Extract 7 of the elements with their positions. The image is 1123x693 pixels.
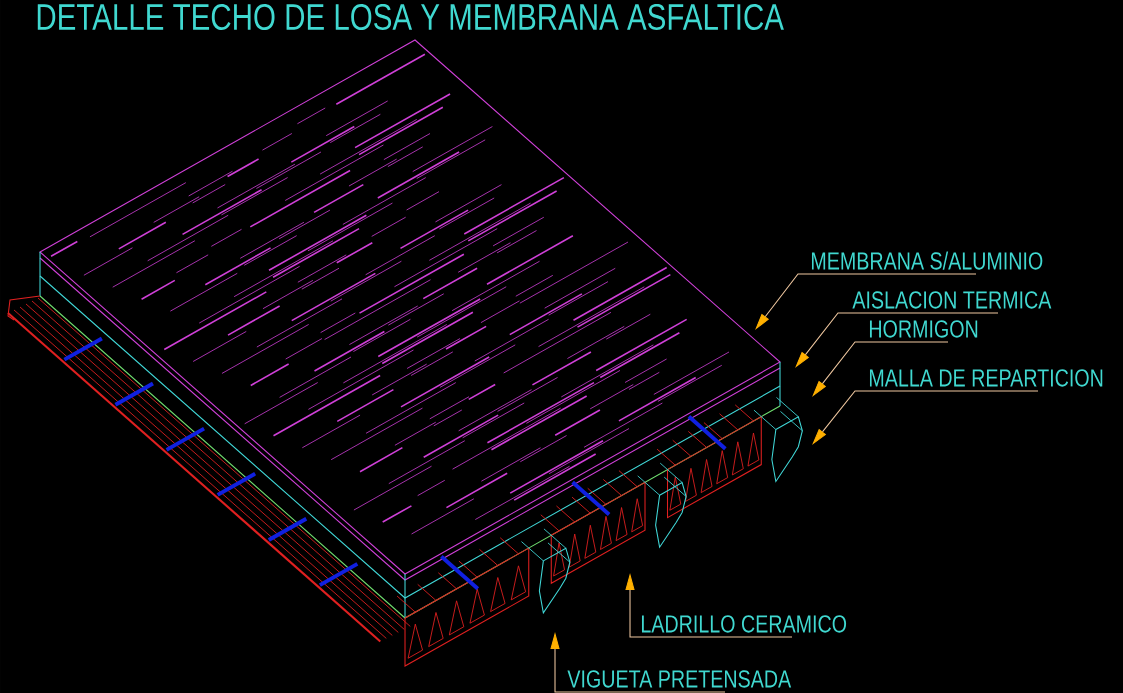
callout-label: AISLACION TERMICA <box>852 291 1052 309</box>
callout-label: MEMBRANA S/ALUMINIO <box>812 251 1043 270</box>
callout-label: VIGUETA PRETENSADA <box>567 670 792 688</box>
callout-label: HORMIGON <box>870 320 978 338</box>
title: DETALLE TECHO DE LOSA Y MEMBRANA ASFALTICA <box>37 3 784 31</box>
callout-label: MALLA DE REPARTICION <box>870 369 1103 387</box>
callout-label: LADRILLO CERAMICO <box>642 615 847 633</box>
